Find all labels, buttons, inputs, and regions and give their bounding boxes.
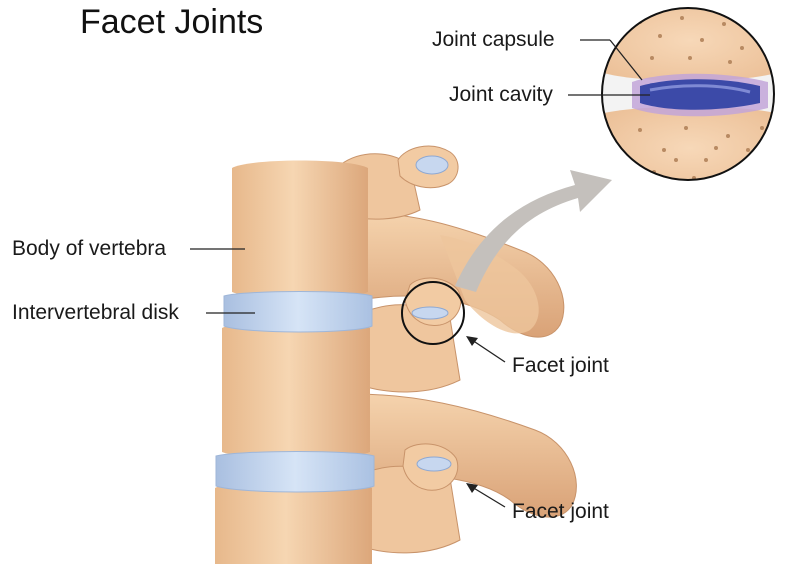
zoom-arrow — [455, 170, 612, 292]
vertebral-processes — [329, 153, 577, 554]
diagram-title: Facet Joints — [80, 3, 264, 41]
label-joint-cavity: Joint cavity — [449, 83, 553, 106]
label-joint-capsule: Joint capsule — [432, 28, 555, 51]
label-intervertebral-disk: Intervertebral disk — [12, 301, 179, 324]
leader-arrowheads — [466, 336, 478, 493]
label-facet-joint-lower: Facet joint — [512, 500, 609, 523]
articular-processes — [397, 145, 462, 491]
label-facet-joint-upper: Facet joint — [512, 354, 609, 377]
leader-lines — [190, 39, 650, 508]
intervertebral-disks — [215, 291, 375, 493]
vertebral-bodies — [215, 160, 372, 564]
facet-joint-highlight-circle — [401, 281, 465, 345]
label-body-of-vertebra: Body of vertebra — [12, 237, 167, 260]
